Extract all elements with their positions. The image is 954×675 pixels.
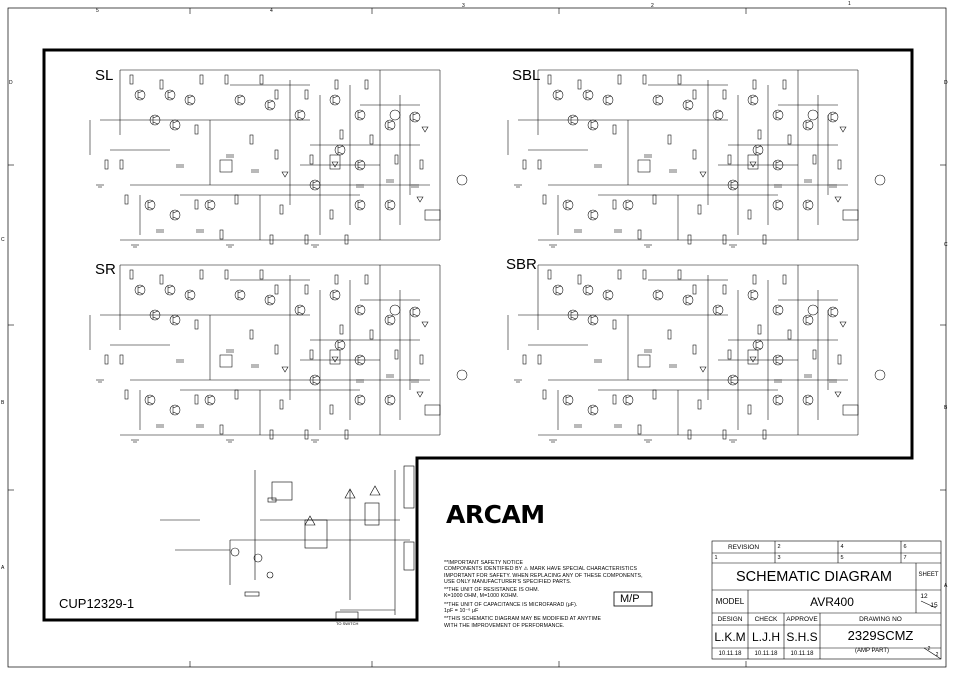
check-value: L.J.H xyxy=(751,629,780,644)
grid-row-left-c: C xyxy=(1,237,5,243)
rev-num-3: 3 xyxy=(777,555,781,561)
sheet-number: 12 xyxy=(920,592,928,600)
page-number: 2 xyxy=(927,646,931,652)
design-value: L.K.M xyxy=(714,629,746,644)
document-code: CUP12329-1 xyxy=(59,596,135,611)
note-line: WITH THE IMPROVEMENT OF PERFORMANCE. xyxy=(444,622,565,629)
channel-label-sr: SR xyxy=(95,261,116,278)
note-line: IMPORTANT FOR SAFETY. WHEN REPLACING ANY… xyxy=(444,572,643,579)
model-label: MODEL xyxy=(715,597,745,606)
note-line: 1pF = 10⁻⁶ μF xyxy=(444,608,479,615)
grid-col-2: 2 xyxy=(651,3,654,9)
safety-notes: **IMPORTANT SAFETY NOTICE COMPONENTS IDE… xyxy=(444,560,643,629)
amp-part-label: (AMP PART) xyxy=(854,648,889,654)
note-line: **IMPORTANT SAFETY NOTICE xyxy=(444,560,524,566)
rev-num-2: 2 xyxy=(777,544,781,550)
rev-num-6: 6 xyxy=(903,544,907,550)
rev-num-5: 5 xyxy=(840,555,844,561)
rev-num-4: 4 xyxy=(840,544,844,550)
amp-block xyxy=(89,264,468,443)
approve-label: APPROVE xyxy=(786,615,818,623)
drawing-no-label: DRAWING NO xyxy=(859,615,902,623)
grid-row-right-b: B xyxy=(944,405,948,411)
grid-col-4: 4 xyxy=(270,8,273,14)
approve-date: 10.11.18 xyxy=(790,650,814,657)
grid-col-1: 1 xyxy=(848,1,851,7)
zone-ticks xyxy=(8,8,946,667)
arcam-logo: ARCAM xyxy=(446,500,545,529)
sheet-total: 15 xyxy=(930,601,938,609)
check-label: CHECK xyxy=(754,615,778,623)
channel-label-sbl: SBL xyxy=(512,67,541,84)
grid-row-right-c: C xyxy=(944,242,948,248)
page-total: 2 xyxy=(935,652,939,658)
model-value: AVR400 xyxy=(810,594,854,609)
title-block-grid xyxy=(711,540,942,660)
note-line: USE ONLY MANUFACTURER'S SPECIFIED PARTS. xyxy=(444,578,572,585)
grid-row-right-d: D xyxy=(944,80,948,86)
grid-col-3: 3 xyxy=(462,3,465,9)
approve-value: S.H.S xyxy=(786,629,818,644)
drawing-number: 2329SCMZ xyxy=(847,627,914,643)
channel-label-sl: SL xyxy=(95,67,114,84)
to-switch-label: TO SWITCH xyxy=(336,621,359,626)
grid-row-left-d: D xyxy=(9,80,13,86)
channel-label-sbr: SBR xyxy=(506,256,537,273)
check-date: 10.11.18 xyxy=(754,650,778,657)
note-line: **THE UNIT OF RESISTANCE IS OHM. xyxy=(444,587,540,594)
rev-num-1: 1 xyxy=(714,555,718,561)
note-line: COMPONENTS IDENTIFIED BY ⚠ MARK HAVE SPE… xyxy=(444,566,638,573)
amp-block xyxy=(89,69,468,248)
rev-num-7: 7 xyxy=(903,555,907,561)
mp-box xyxy=(613,591,653,607)
grid-col-5: 5 xyxy=(96,8,99,14)
diagram-title: SCHEMATIC DIAGRAM xyxy=(735,568,893,585)
mp-mark: M/P xyxy=(620,593,640,605)
sheet-label: SHEET xyxy=(918,572,939,578)
outer-frame xyxy=(7,7,947,668)
power-supply-circuit xyxy=(160,465,415,621)
note-line: K=1000 OHM, M=1000 KOHM. xyxy=(444,593,519,600)
note-line: **THE UNIT OF CAPACITANCE IS MICROFARAD … xyxy=(444,601,578,608)
note-line: **THIS SCHEMATIC DIAGRAM MAY BE MODIFIED… xyxy=(444,616,602,623)
grid-row-left-a: A xyxy=(1,565,5,571)
revision-label: REVISION xyxy=(727,543,760,551)
grid-row-right-a: A xyxy=(944,583,948,589)
amplifier-blocks xyxy=(89,69,886,443)
amp-block xyxy=(507,264,886,443)
design-label: DESIGN xyxy=(717,615,743,623)
title-block: REVISION 2 4 6 1 3 5 7 SCHEMATIC DIAGRAM… xyxy=(712,541,941,659)
design-date: 10.11.18 xyxy=(718,650,742,657)
grid-row-left-b: B xyxy=(1,400,5,406)
amp-block xyxy=(507,69,886,248)
circuit-border xyxy=(42,48,914,622)
